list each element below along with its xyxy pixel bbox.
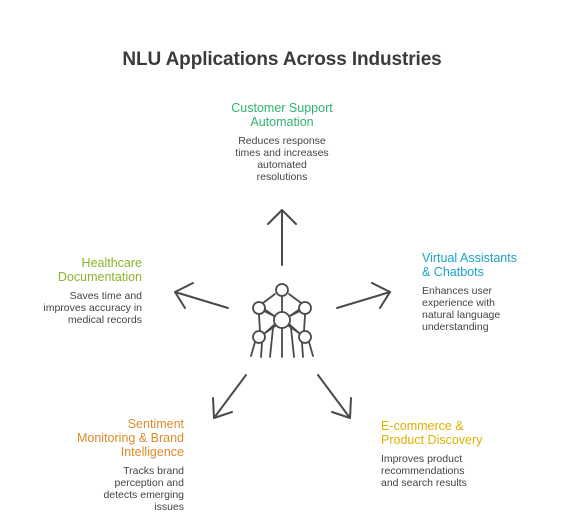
heading-line: Intelligence (120, 445, 184, 459)
healthcare-description: Saves time and improves accuracy in medi… (12, 290, 142, 326)
heading-line: Automation (250, 115, 314, 129)
customer-support-heading: Customer Support Automation (207, 101, 357, 129)
desc-line: perception and (114, 477, 184, 489)
desc-line: natural language (422, 309, 501, 321)
customer-support-description: Reduces response times and increases aut… (207, 135, 357, 183)
heading-line: E-commerce & (381, 419, 464, 433)
virtual-assistants-heading: Virtual Assistants & Chatbots (422, 251, 557, 279)
heading-line: & Chatbots (422, 265, 484, 279)
node-ecommerce: E-commerce & Product Discovery Improves … (381, 419, 521, 489)
desc-line: medical records (67, 314, 142, 326)
node-sentiment: Sentiment Monitoring & Brand Intelligenc… (34, 417, 184, 513)
desc-line: times and increases (235, 147, 329, 159)
desc-line: Tracks brand (123, 465, 184, 477)
desc-line: understanding (422, 321, 489, 333)
arrow-down-right (317, 374, 352, 419)
desc-line: improves accuracy in (43, 302, 142, 314)
arrow-down-left (212, 374, 247, 419)
virtual-assistants-description: Enhances user experience with natural la… (422, 285, 557, 333)
sentiment-description: Tracks brand perception and detects emer… (34, 465, 184, 513)
desc-line: issues (154, 501, 184, 513)
arrow-up (267, 209, 297, 266)
arrow-right (336, 282, 391, 309)
healthcare-heading: Healthcare Documentation (12, 256, 142, 284)
heading-line: Customer Support (231, 101, 333, 115)
node-customer-support: Customer Support Automation Reduces resp… (207, 101, 357, 183)
heading-line: Healthcare (81, 256, 142, 270)
desc-line: Improves product (381, 453, 463, 465)
heading-line: Documentation (57, 270, 142, 284)
desc-line: recommendations (381, 465, 465, 477)
desc-line: automated (257, 159, 307, 171)
neural-network-icon (250, 283, 314, 358)
ecommerce-description: Improves product recommendations and sea… (381, 453, 521, 489)
arrow-left (174, 282, 229, 309)
ecommerce-heading: E-commerce & Product Discovery (381, 419, 521, 447)
desc-line: experience with (422, 297, 495, 309)
desc-line: Enhances user (422, 285, 493, 297)
heading-line: Product Discovery (381, 433, 483, 447)
sentiment-heading: Sentiment Monitoring & Brand Intelligenc… (34, 417, 184, 459)
desc-line: and search results (381, 477, 467, 489)
node-virtual-assistants: Virtual Assistants & Chatbots Enhances u… (422, 251, 557, 333)
heading-line: Monitoring & Brand (76, 431, 184, 445)
desc-line: detects emerging (103, 489, 184, 501)
diagram-title: NLU Applications Across Industries (122, 49, 442, 70)
desc-line: resolutions (256, 171, 308, 183)
heading-line: Sentiment (127, 417, 184, 431)
heading-line: Virtual Assistants (422, 251, 517, 265)
desc-line: Reduces response (238, 135, 326, 147)
node-healthcare: Healthcare Documentation Saves time and … (12, 256, 142, 326)
desc-line: Saves time and (69, 290, 142, 302)
